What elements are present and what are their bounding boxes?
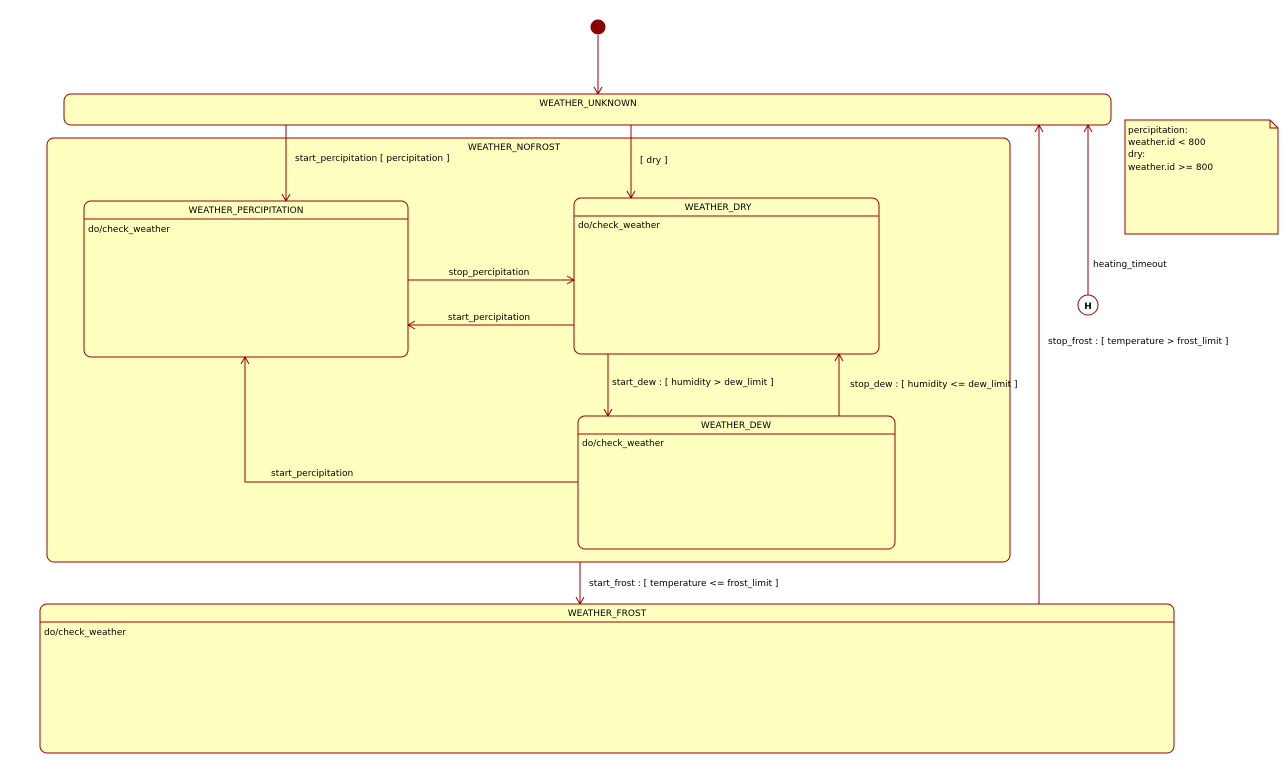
state-weather-frost xyxy=(39,603,1175,754)
state-weather-percipitation xyxy=(83,200,409,358)
note xyxy=(1124,119,1279,235)
state-weather-dry xyxy=(573,197,880,355)
label-unknown-dry: [ dry ] xyxy=(640,156,667,166)
label-unknown-percipitation: start_percipitation [ percipitation ] xyxy=(295,154,449,164)
state-weather-percipitation-name: WEATHER_PERCIPITATION xyxy=(189,206,304,216)
state-weather-dew xyxy=(577,415,896,550)
transition-dew-percipitation xyxy=(244,357,578,483)
label-frost-unknown: stop_frost : [ temperature > frost_limit… xyxy=(1048,337,1228,347)
label-nofrost-frost: start_frost : [ temperature <= frost_lim… xyxy=(589,579,778,589)
note-line-1: percipitation: xyxy=(1128,126,1188,136)
state-weather-dew-name: WEATHER_DEW xyxy=(701,421,771,431)
initial-state xyxy=(590,19,606,35)
note-line-4: weather.id >= 800 xyxy=(1128,163,1213,173)
label-dew-percipitation: start_percipitation xyxy=(271,469,353,479)
label-history-unknown: heating_timeout xyxy=(1093,260,1167,270)
label-percipitation-dry: stop_percipitation xyxy=(449,268,530,278)
state-weather-dew-activity: do/check_weather xyxy=(582,439,664,449)
history-state-label: H xyxy=(1084,302,1092,312)
label-dry-dew: start_dew : [ humidity > dew_limit ] xyxy=(612,378,774,388)
note-line-3: dry: xyxy=(1128,150,1145,160)
state-weather-nofrost-name: WEATHER_NOFROST xyxy=(468,143,561,153)
state-weather-frost-name: WEATHER_FROST xyxy=(568,609,647,619)
state-weather-dry-activity: do/check_weather xyxy=(578,221,660,231)
label-dew-dry: stop_dew : [ humidity <= dew_limit ] xyxy=(850,380,1018,390)
note-line-2: weather.id < 800 xyxy=(1128,138,1206,148)
label-dry-percipitation: start_percipitation xyxy=(448,313,530,323)
state-weather-percipitation-activity: do/check_weather xyxy=(88,225,170,235)
state-weather-frost-activity: do/check_weather xyxy=(44,628,126,638)
state-weather-unknown-name: WEATHER_UNKNOWN xyxy=(539,99,636,109)
state-weather-unknown xyxy=(63,93,1112,126)
state-weather-dry-name: WEATHER_DRY xyxy=(685,203,752,213)
